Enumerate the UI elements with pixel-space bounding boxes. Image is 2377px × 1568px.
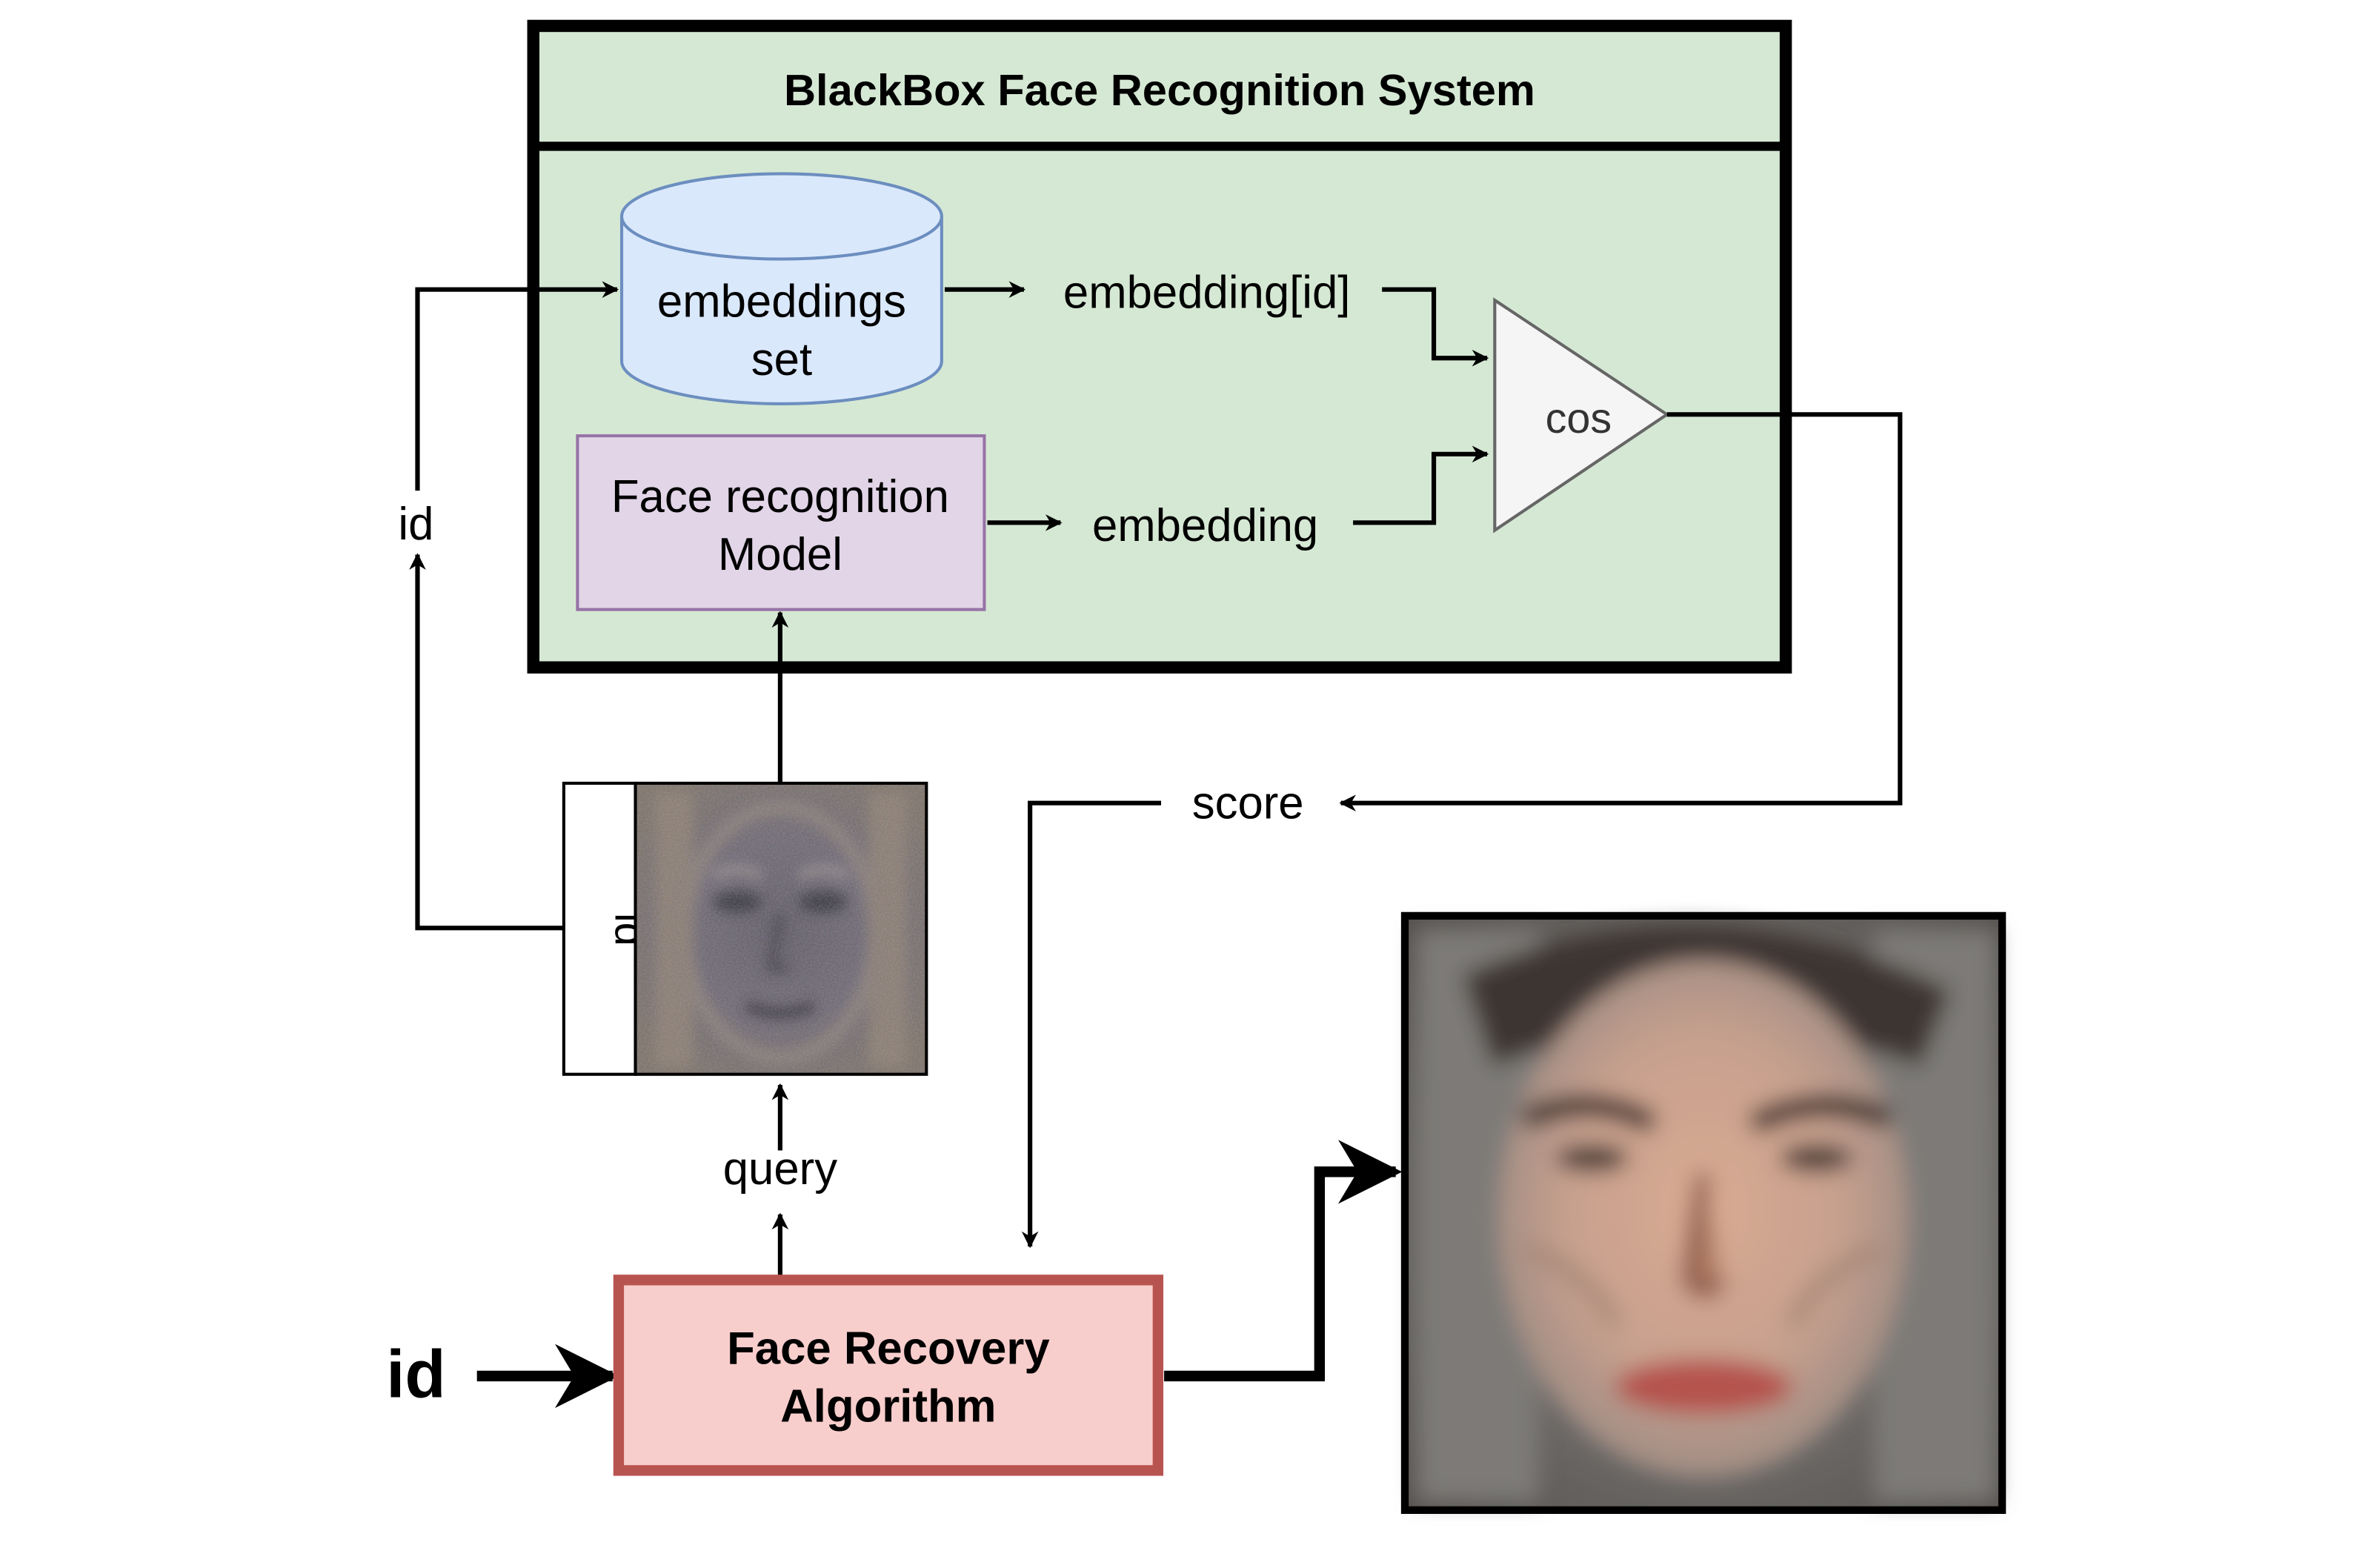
arrow-recovery-to-output bbox=[1164, 1140, 1403, 1382]
recovered-face-image bbox=[1400, 911, 2007, 1514]
face-recognition-model: Face recognition Model bbox=[576, 434, 986, 611]
arrow-embedding-id-to-cos bbox=[1382, 287, 1489, 367]
face-recovery-algorithm: Face Recovery Algorithm bbox=[613, 1275, 1164, 1476]
cos-label: cos bbox=[1546, 395, 1612, 442]
model-label-1: Face recognition bbox=[611, 471, 949, 522]
query-image-group: id bbox=[562, 781, 928, 1076]
recovery-label-1: Face Recovery bbox=[727, 1323, 1050, 1374]
embeddings-set-label-2: set bbox=[751, 334, 812, 385]
embedding-id-label: embedding[id] bbox=[1063, 267, 1351, 318]
arrow-query-id-up bbox=[409, 553, 564, 931]
id-side-label: id bbox=[398, 499, 433, 550]
cos-similarity-node: cos bbox=[1493, 297, 1670, 534]
blackbox-title: BlackBox Face Recognition System bbox=[784, 65, 1535, 115]
arrow-embedding-to-cos bbox=[1353, 445, 1489, 525]
score-label: score bbox=[1192, 777, 1304, 828]
arrow-score-to-recovery bbox=[1021, 800, 1161, 1249]
arrow-cos-to-score bbox=[1339, 412, 1903, 812]
id-input-label: id bbox=[386, 1338, 445, 1412]
embeddings-set-cylinder: embeddings set bbox=[619, 172, 943, 405]
recovery-label-2: Algorithm bbox=[780, 1381, 996, 1432]
embedding-label: embedding bbox=[1092, 500, 1318, 551]
arrow-id-to-embeddings bbox=[415, 281, 619, 491]
model-label-2: Model bbox=[718, 529, 842, 580]
query-label: query bbox=[723, 1143, 837, 1195]
embeddings-set-label-1: embeddings bbox=[657, 276, 906, 328]
noisy-query-face-image bbox=[634, 781, 928, 1076]
